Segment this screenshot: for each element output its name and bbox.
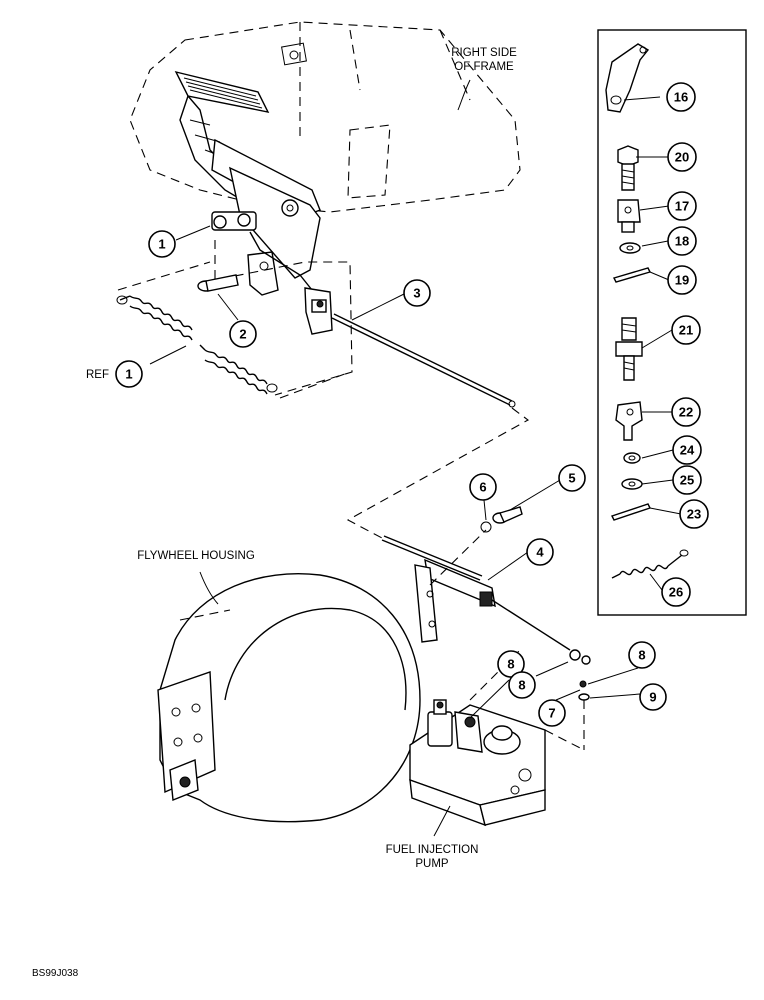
callout-3: 3 (403, 279, 431, 307)
callout-8c: 8 (628, 641, 656, 669)
leader-lines (149, 79, 682, 837)
callout-1a-text: 1 (158, 237, 165, 252)
return-spring (116, 261, 351, 399)
callout-20-text: 20 (675, 150, 689, 165)
fuel-injection-pump-label-line1: FUEL INJECTION (386, 844, 479, 856)
callout-17-text: 17 (675, 199, 689, 214)
accelerator-pedal (174, 70, 321, 279)
callout-9: 9 (639, 683, 667, 711)
callout-8a-text: 8 (507, 657, 514, 672)
callout-22-text: 22 (679, 405, 693, 420)
callout-25-text: 25 (680, 473, 694, 488)
callout-8b-text: 8 (518, 678, 525, 693)
callout-21: 21 (671, 315, 701, 345)
callout-23: 23 (679, 499, 709, 529)
callout-2: 2 (229, 320, 257, 348)
callout-24-text: 24 (680, 443, 695, 458)
flywheel-housing (157, 573, 421, 823)
pedal-linkage (211, 211, 353, 396)
callout-9-text: 9 (649, 690, 656, 705)
ball-joint-7 (569, 649, 591, 750)
callout-23-text: 23 (687, 507, 701, 522)
callout-1a: 1 (148, 230, 176, 258)
callout-21-text: 21 (679, 323, 693, 338)
callout-26: 26 (661, 577, 691, 607)
callout-2-text: 2 (239, 327, 246, 342)
bolt-5 (429, 506, 523, 586)
callout-16-text: 16 (674, 90, 688, 105)
callout-3-text: 3 (413, 286, 420, 301)
callout-8b: 8 (508, 671, 536, 699)
bolt-2 (197, 274, 239, 292)
throttle-cable-3 (331, 313, 530, 539)
callout-7-text: 7 (548, 706, 555, 721)
callout-6-text: 6 (479, 480, 486, 495)
flywheel-housing-label: FLYWHEEL HOUSING (137, 550, 255, 562)
callout-19-text: 19 (675, 273, 689, 288)
callout-18-text: 18 (675, 234, 689, 249)
callout-5-text: 5 (568, 471, 575, 486)
callout-18: 18 (667, 226, 697, 256)
callout-5: 5 (558, 464, 586, 492)
callout-17: 17 (667, 191, 697, 221)
ref-label: REF (86, 369, 109, 381)
callout-26-text: 26 (669, 585, 683, 600)
right-side-of-frame-label-line2: OF FRAME (454, 61, 514, 73)
callout-7: 7 (538, 699, 566, 727)
callout-6: 6 (469, 473, 497, 501)
drawing-code: BS99J038 (32, 968, 79, 979)
callout-1b: 1 (115, 360, 143, 388)
callout-25: 25 (672, 465, 702, 495)
right-side-of-frame-label-line1: RIGHT SIDE (451, 47, 517, 59)
callout-20: 20 (667, 142, 697, 172)
frame-outline (129, 21, 521, 213)
callout-24: 24 (672, 435, 702, 465)
fuel-injection-pump (409, 649, 585, 827)
callout-1b-text: 1 (125, 367, 132, 382)
callout-22: 22 (671, 397, 701, 427)
callout-4: 4 (526, 538, 554, 566)
parts-inset-panel (597, 29, 747, 616)
callout-4-text: 4 (536, 545, 544, 560)
callout-19: 19 (667, 265, 697, 295)
callout-16: 16 (666, 82, 696, 112)
callout-8c-text: 8 (638, 648, 645, 663)
fuel-injection-pump-label-line2: PUMP (415, 858, 449, 870)
